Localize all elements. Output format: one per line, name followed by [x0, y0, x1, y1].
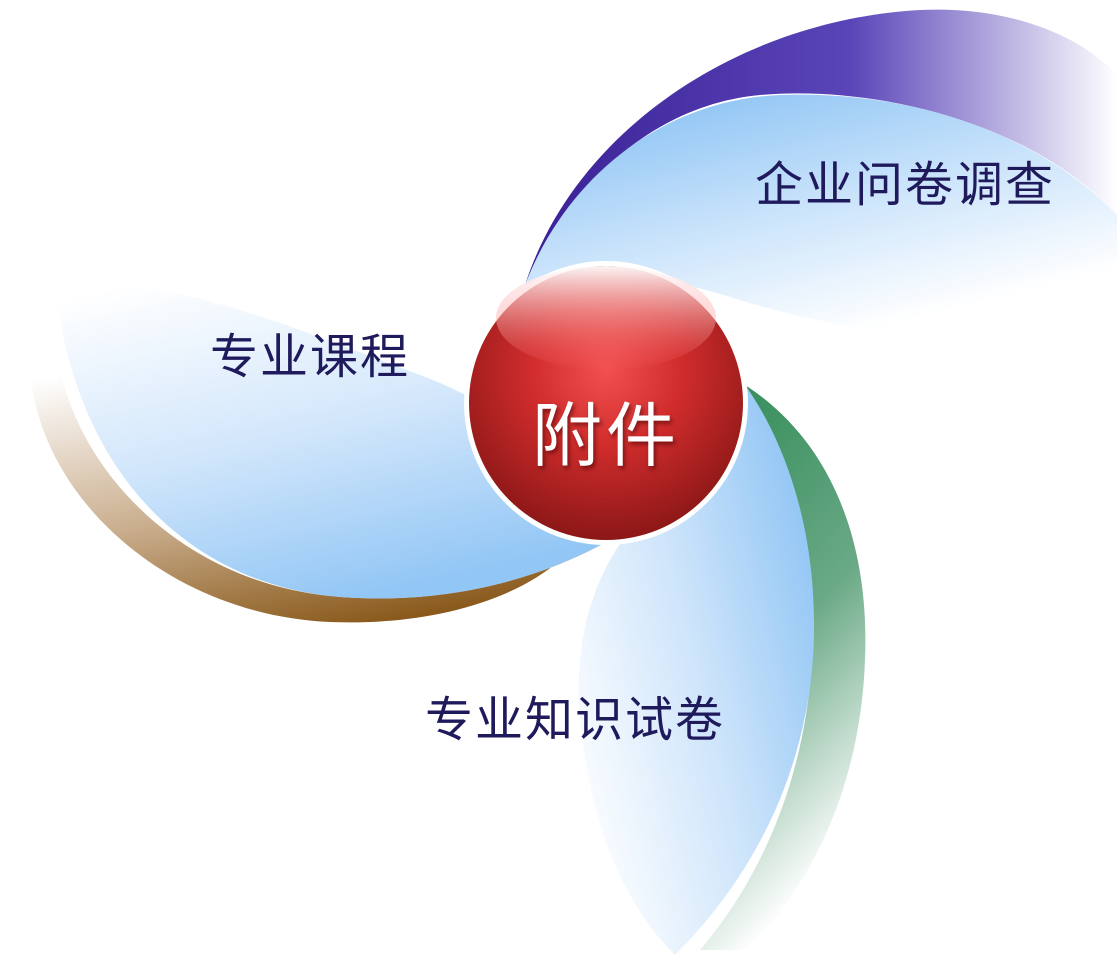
hub-label[interactable]: 附件 — [532, 395, 680, 477]
bottom-petal-accent — [700, 385, 866, 950]
left-petal — [55, 282, 610, 599]
hub-gloss — [496, 266, 716, 370]
label-professional-exam[interactable]: 专业知识试卷 — [425, 692, 726, 748]
label-professional-courses[interactable]: 专业课程 — [210, 329, 411, 385]
top-petal-accent — [525, 9, 1117, 285]
left-petal-accent — [30, 360, 610, 623]
label-enterprise-survey[interactable]: 企业问卷调查 — [755, 157, 1056, 213]
